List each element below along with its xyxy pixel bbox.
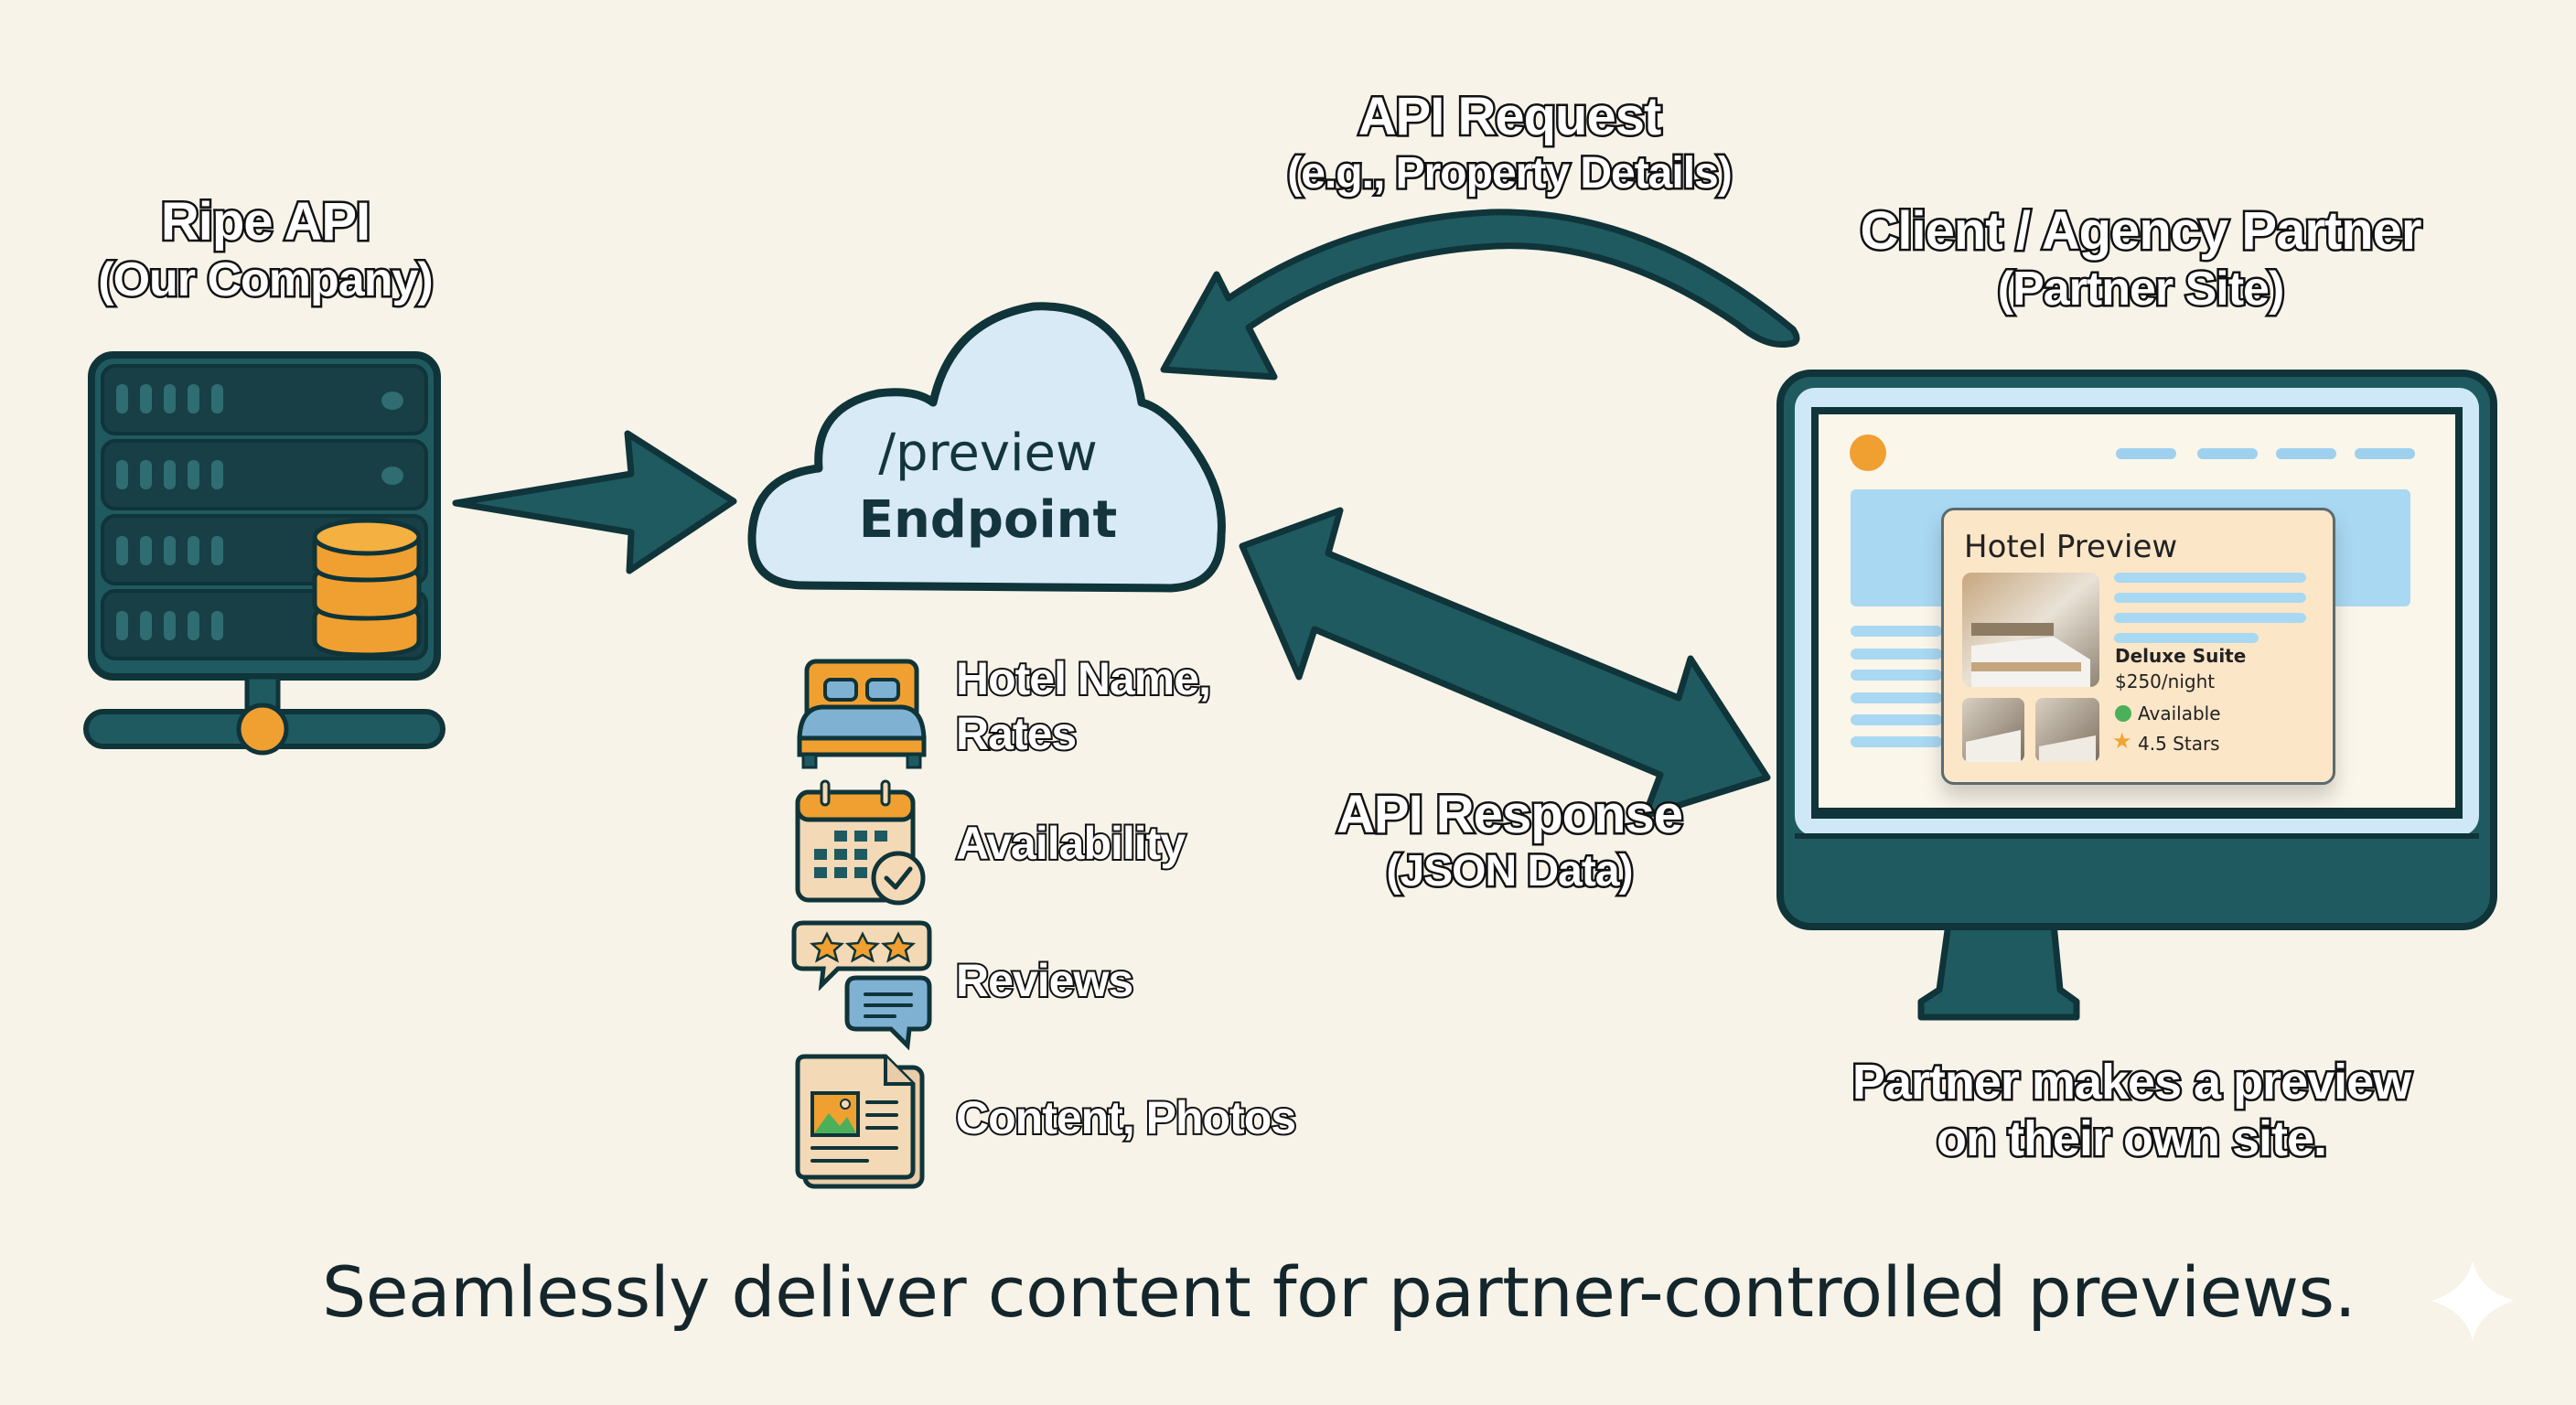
data-item-line1: Hotel Name, [954, 651, 1213, 706]
arrow-api-response [1239, 507, 1771, 820]
monitor-stand [1917, 920, 2080, 1021]
data-item-reviews: Reviews [954, 953, 1135, 1008]
cloud-line1: /preview [878, 424, 1098, 483]
api-request-label: API Request (e.g., Property Details) [1262, 85, 1756, 200]
network-connector [83, 674, 445, 756]
cloud-endpoint-shape [747, 302, 1226, 593]
bed-icon [797, 659, 927, 769]
availability-status: Available [2138, 702, 2221, 724]
partner-note-line1: Partner makes a preview [1850, 1052, 2413, 1111]
api-response-subtitle: (JSON Data) [1384, 844, 1636, 897]
document-photo-icon [795, 1054, 925, 1189]
room-price: $250/night [2115, 670, 2216, 692]
api-response-label: API Response (JSON Data) [1281, 783, 1738, 898]
card-description-lines [2114, 573, 2306, 643]
data-item-line1: Availability [954, 816, 1187, 871]
footer-caption: Seamlessly deliver content for partner-c… [322, 1251, 2356, 1333]
reviews-chat-icon [791, 920, 932, 1051]
hotel-preview-card: Hotel Preview [1941, 508, 2335, 785]
cloud-line2: Endpoint [858, 489, 1118, 550]
site-nav-bars [2116, 448, 2415, 459]
cloud-endpoint-label: /preview Endpoint [823, 421, 1153, 554]
client-subtitle: (Partner Site) [1995, 260, 2287, 317]
star-rating-icon: ★ [2112, 729, 2132, 754]
data-item-line1: Reviews [954, 953, 1135, 1008]
data-item-content-photos: Content, Photos [954, 1090, 1298, 1145]
ripe-api-subtitle: (Our Company) [96, 251, 435, 308]
ripe-api-title: Ripe API [158, 190, 372, 254]
site-logo-dot [1850, 434, 1886, 471]
card-title: Hotel Preview [1964, 529, 2178, 565]
arrow-api-request [1160, 209, 1800, 381]
api-response-title: API Response [1335, 783, 1686, 847]
partner-note-label: Partner makes a preview on their own sit… [1793, 1052, 2470, 1169]
data-item-line1: Content, Photos [954, 1090, 1298, 1145]
available-status-dot-icon [2115, 705, 2131, 722]
database-cylinder-icon [312, 518, 422, 658]
arrow-server-to-cloud [452, 430, 737, 574]
room-photo-main [1962, 573, 2099, 687]
ripe-api-label: Ripe API (Our Company) [55, 190, 476, 309]
partner-note-line2: on their own site. [1934, 1110, 2329, 1169]
room-photo-thumb-2 [2035, 698, 2099, 762]
server-vent-slots [116, 384, 403, 640]
client-label: Client / Agency Partner (Partner Site) [1793, 199, 2488, 318]
sparkle-icon [2431, 1260, 2514, 1341]
data-item-hotel-name-rates: Hotel Name, Rates [954, 651, 1213, 761]
site-text-lines [1851, 626, 1942, 747]
data-item-line2: Rates [954, 706, 1079, 761]
client-title: Client / Agency Partner [1858, 199, 2424, 263]
room-name: Deluxe Suite [2115, 645, 2247, 667]
api-request-subtitle: (e.g., Property Details) [1285, 146, 1734, 199]
room-photo-thumb-1 [1962, 698, 2024, 762]
server-database-icon [83, 351, 445, 756]
card-photos [1962, 573, 2099, 762]
api-request-title: API Request [1356, 85, 1664, 149]
data-item-availability: Availability [954, 816, 1187, 871]
calendar-check-icon [795, 779, 926, 906]
star-rating: 4.5 Stars [2138, 733, 2220, 755]
